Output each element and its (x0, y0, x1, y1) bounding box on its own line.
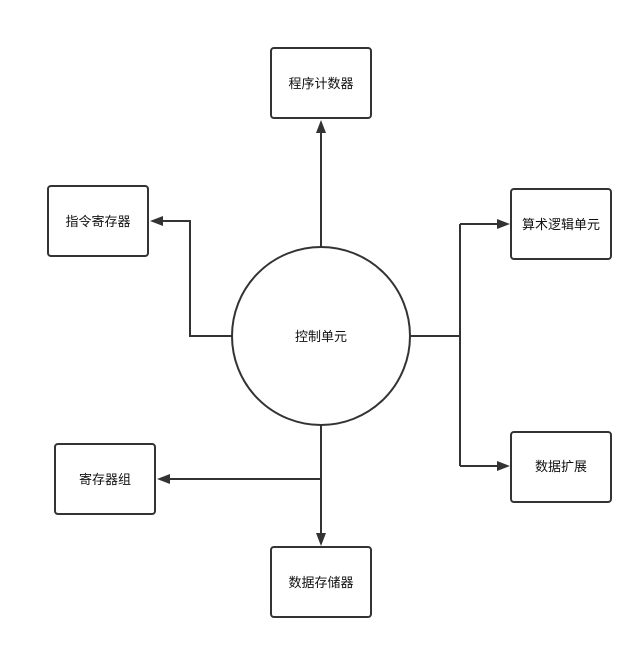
arrow-to-instruction-register (150, 216, 163, 226)
data-memory-label: 数据存储器 (288, 576, 353, 591)
arrow-to-alu (497, 219, 510, 229)
instruction-register-label: 指令寄存器 (65, 214, 130, 230)
connector-right-trunk (410, 224, 461, 466)
register-file-node[interactable]: 寄存器组 (54, 443, 156, 515)
program-counter-node[interactable]: 程序计数器 (270, 47, 372, 119)
data-extend-label: 数据扩展 (535, 460, 587, 475)
connector-to-instruction-register (163, 220, 232, 337)
alu-node[interactable]: 算术逻辑单元 (510, 188, 612, 260)
instruction-register-node[interactable]: 指令寄存器 (47, 185, 149, 257)
data-memory-node[interactable]: 数据存储器 (270, 546, 372, 618)
control-unit-node[interactable]: 控制单元 (231, 246, 411, 426)
arrow-to-data-memory (316, 533, 326, 546)
arrow-to-data-extend (497, 461, 510, 471)
arrow-to-register-file (157, 474, 170, 484)
arrow-to-program-counter (316, 120, 326, 133)
control-unit-label: 控制单元 (295, 330, 347, 345)
data-extend-node[interactable]: 数据扩展 (510, 431, 612, 503)
alu-label: 算术逻辑单元 (522, 218, 600, 233)
program-counter-label: 程序计数器 (288, 77, 353, 92)
register-file-label: 寄存器组 (79, 472, 131, 488)
connectors (150, 120, 510, 546)
